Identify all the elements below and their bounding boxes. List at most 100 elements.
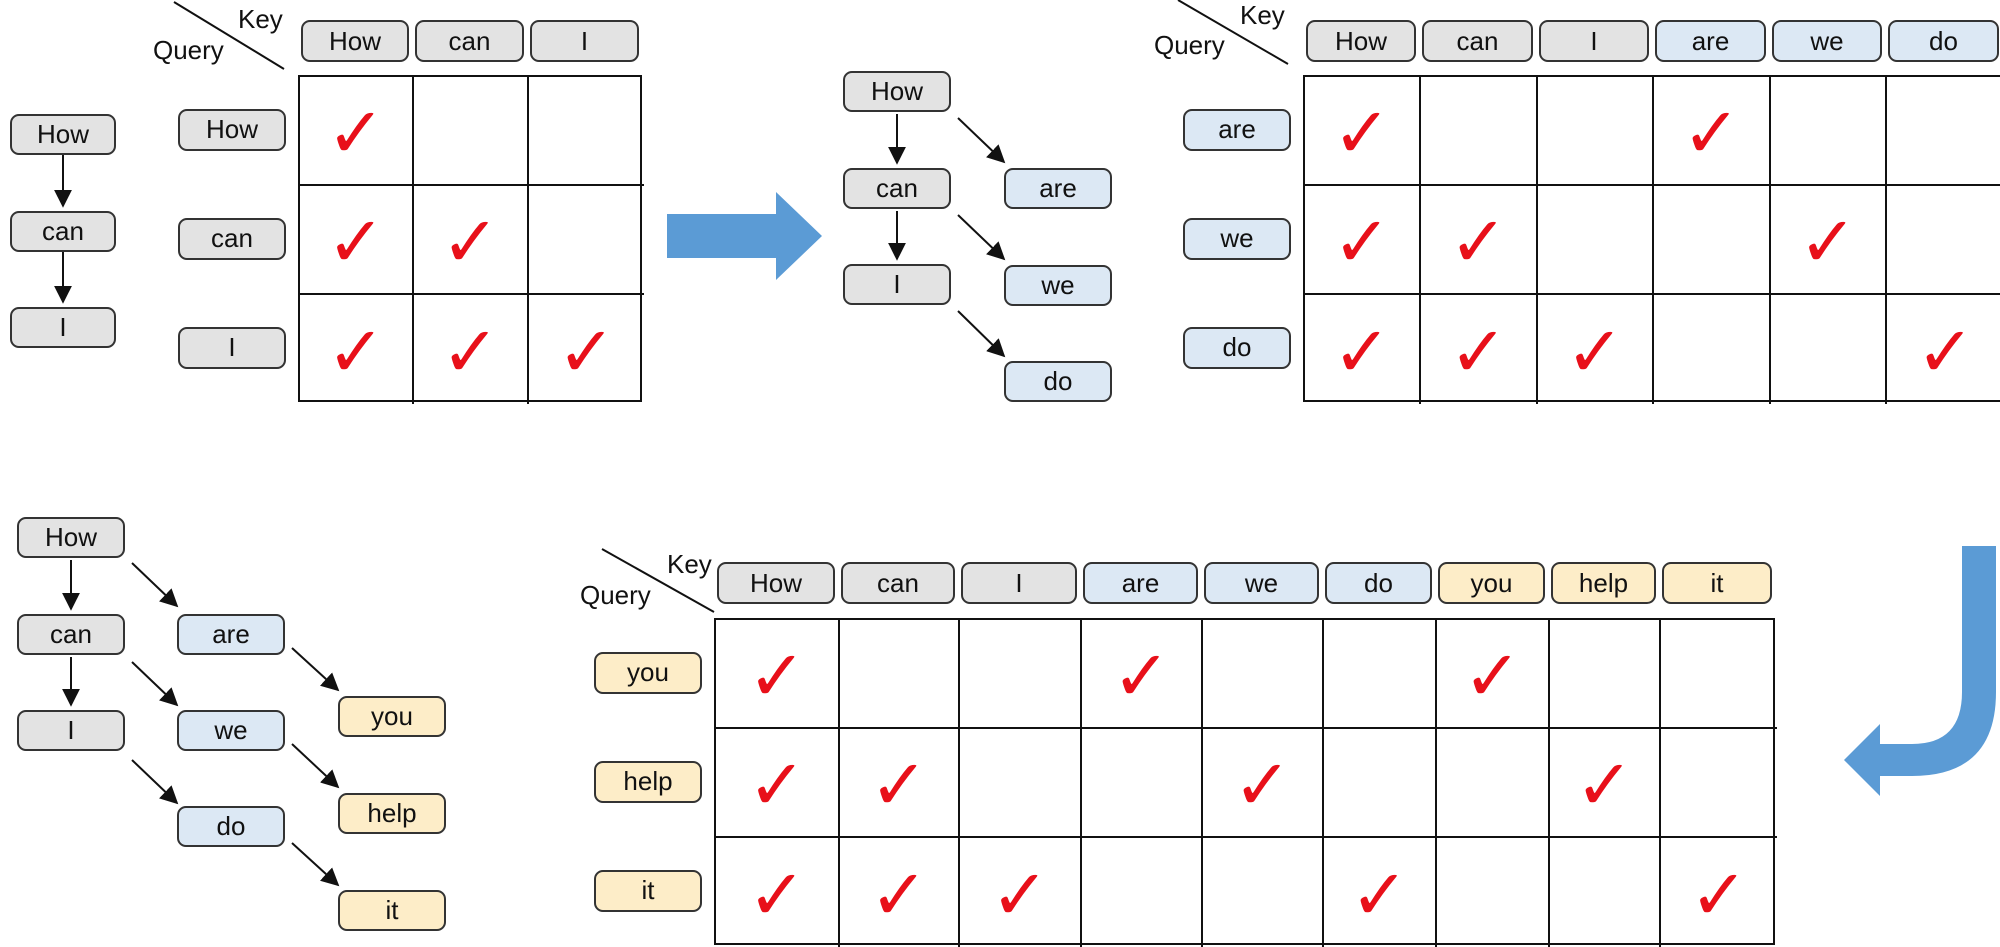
- key-axis-label: Key: [667, 549, 712, 579]
- check-icon: ✓: [1449, 310, 1508, 393]
- tree3-token-can: can: [17, 614, 125, 655]
- query-token-help: help: [594, 760, 702, 803]
- mask-cell: [1324, 729, 1437, 838]
- key-token-help: help: [1551, 562, 1656, 604]
- query-token-i: I: [178, 326, 286, 369]
- query-axis-label: Query: [580, 580, 651, 610]
- mask-cell: [1887, 77, 2000, 186]
- tree3-token-we: we: [177, 710, 285, 751]
- tree2-token-how: How: [843, 71, 951, 112]
- key-token-are: are: [1655, 20, 1766, 62]
- check-icon: ✓: [1112, 634, 1171, 717]
- check-icon: ✓: [747, 743, 807, 826]
- mask-cell: ✓: [1538, 295, 1654, 404]
- mask-cell: [1437, 729, 1550, 838]
- tree2-arrow: [957, 214, 1006, 261]
- key-token-are: are: [1083, 562, 1198, 604]
- mask-cell: ✓: [840, 838, 960, 947]
- tree3-token-you: you: [338, 696, 446, 737]
- key-token-do: do: [1888, 20, 1999, 62]
- tree3-arrow: [291, 743, 340, 789]
- mask-cell: ✓: [1305, 186, 1421, 295]
- mask-cell: [529, 186, 644, 295]
- key-token-how: How: [717, 562, 835, 604]
- check-icon: ✓: [557, 310, 616, 393]
- query-token-do: do: [1183, 326, 1291, 369]
- check-icon: ✓: [1332, 200, 1392, 283]
- query-token-we: we: [1183, 217, 1291, 260]
- mask-cell: [840, 620, 960, 729]
- mask-cell: [1421, 77, 1538, 186]
- mask-cell: ✓: [300, 295, 414, 404]
- query-token-are: are: [1183, 108, 1291, 151]
- tree2-token-i: I: [843, 264, 951, 305]
- mask-cell: ✓: [716, 838, 840, 947]
- tree1-token-how: How: [10, 114, 116, 155]
- mask-cell: ✓: [716, 729, 840, 838]
- check-icon: ✓: [1575, 743, 1634, 826]
- check-icon: ✓: [326, 200, 386, 283]
- tree2-arrow: [957, 117, 1006, 164]
- attention-mask-grid: ✓ ✓ ✓ ✓ ✓ ✓: [298, 75, 644, 404]
- mask-cell: [1771, 295, 1887, 404]
- transition-right-arrow-icon: [667, 192, 822, 280]
- tree3-token-it: it: [338, 890, 446, 931]
- tree1-token-can: can: [10, 211, 116, 252]
- mask-cell: [1887, 186, 2000, 295]
- check-icon: ✓: [1332, 91, 1392, 174]
- mask-cell: ✓: [1550, 729, 1661, 838]
- mask-cell: ✓: [1771, 186, 1887, 295]
- mask-cell: [1661, 620, 1777, 729]
- mask-cell: ✓: [529, 295, 644, 404]
- mask-cell: ✓: [1324, 838, 1437, 947]
- key-token-can: can: [415, 20, 524, 62]
- mask-cell: [1550, 620, 1661, 729]
- query-axis-label: Query: [153, 35, 224, 65]
- key-token-do: do: [1325, 562, 1432, 604]
- mask-cell: ✓: [1082, 620, 1203, 729]
- mask-cell: ✓: [716, 620, 840, 729]
- tree3-token-help: help: [338, 793, 446, 834]
- key-token-i: I: [530, 20, 639, 62]
- mask-cell: [960, 729, 1082, 838]
- key-token-we: we: [1772, 20, 1882, 62]
- check-icon: ✓: [1350, 853, 1409, 936]
- check-icon: ✓: [869, 743, 929, 826]
- attention-mask-grid: ✓✓✓✓✓✓✓✓✓: [1303, 75, 2000, 404]
- tree3-arrow: [131, 562, 179, 608]
- mask-cell: [1203, 620, 1324, 729]
- mask-cell: ✓: [1305, 295, 1421, 404]
- tree3-arrow: [131, 759, 179, 805]
- mask-cell: ✓: [414, 295, 529, 404]
- mask-cell: ✓: [1305, 77, 1421, 186]
- check-icon: ✓: [326, 310, 386, 393]
- check-icon: ✓: [441, 200, 500, 283]
- key-token-how: How: [301, 20, 409, 62]
- key-token-i: I: [961, 562, 1077, 604]
- mask-cell: [1082, 838, 1203, 947]
- tree3-arrow: [291, 842, 340, 887]
- tree3-token-i: I: [17, 710, 125, 751]
- check-icon: ✓: [441, 310, 500, 393]
- query-token-can: can: [178, 217, 286, 260]
- check-icon: ✓: [326, 91, 386, 174]
- tree2-token-do: do: [1004, 361, 1112, 402]
- mask-cell: ✓: [1661, 838, 1777, 947]
- key-token-you: you: [1438, 562, 1545, 604]
- query-axis-label: Query: [1154, 30, 1225, 60]
- mask-cell: [1082, 729, 1203, 838]
- tree3-token-do: do: [177, 806, 285, 847]
- query-token-it: it: [594, 869, 702, 912]
- check-icon: ✓: [747, 634, 807, 717]
- mask-cell: ✓: [300, 186, 414, 295]
- check-icon: ✓: [1798, 200, 1858, 283]
- key-token-how: How: [1306, 20, 1416, 62]
- query-token-how: How: [178, 108, 286, 151]
- key-axis-label: Key: [238, 4, 283, 34]
- mask-cell: [1203, 838, 1324, 947]
- tree3-arrow: [131, 661, 179, 707]
- check-icon: ✓: [869, 853, 929, 936]
- key-token-can: can: [841, 562, 955, 604]
- mask-cell: ✓: [960, 838, 1082, 947]
